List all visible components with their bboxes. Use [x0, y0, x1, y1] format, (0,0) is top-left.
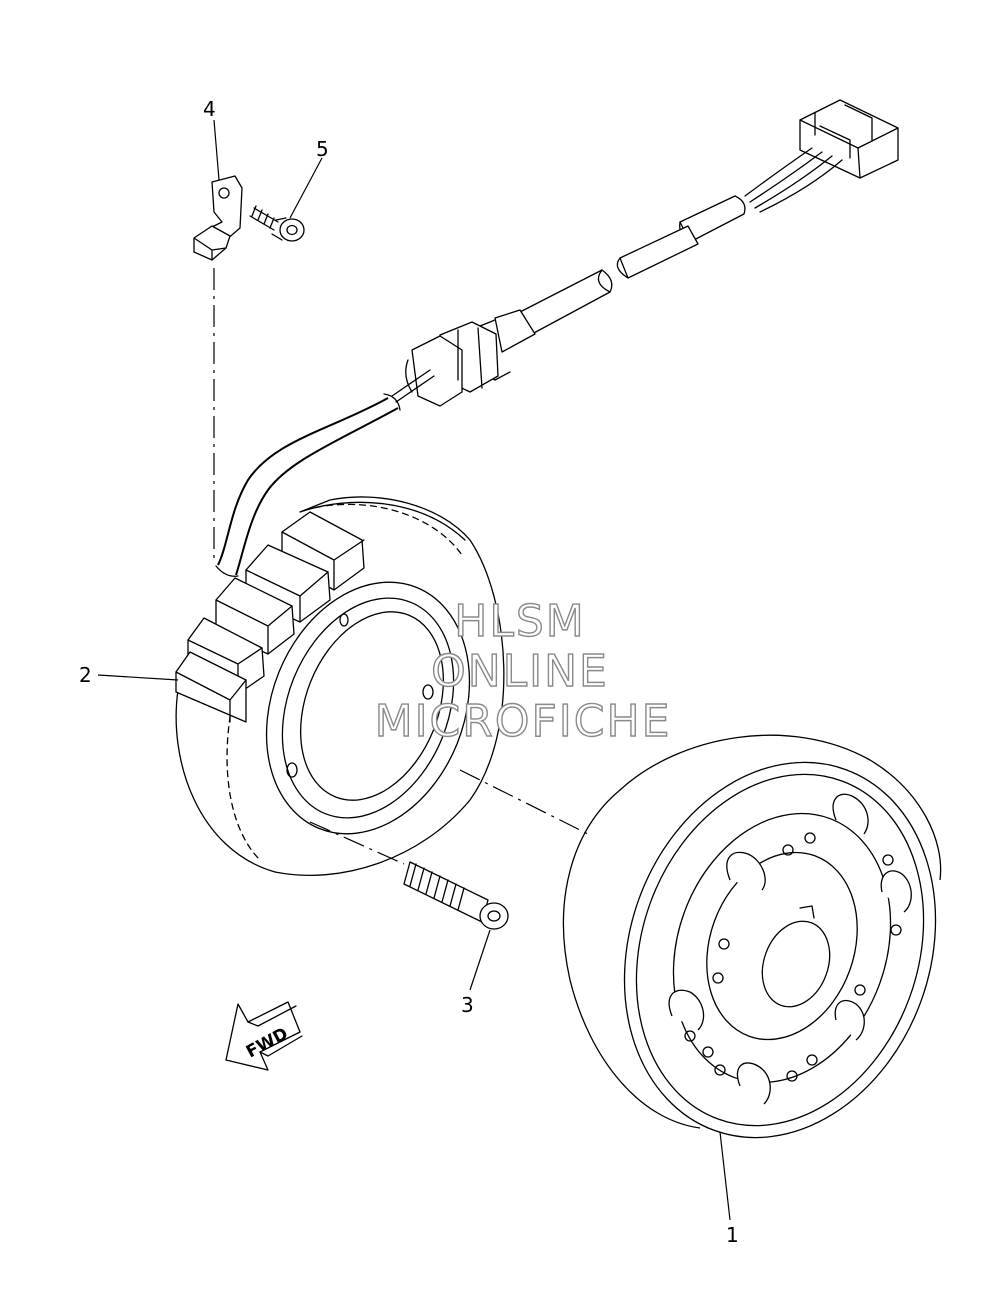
wire-clamp-bracket: [193, 175, 243, 261]
stator-bolt: [403, 861, 509, 930]
watermark: HLSM ONLINE MICROFICHE: [374, 595, 672, 747]
stator-assembly: [175, 496, 505, 876]
bracket-screw: [249, 205, 305, 242]
wire-harness: [215, 99, 899, 577]
stator-coils: [175, 511, 365, 723]
callout-4: 4: [203, 97, 216, 121]
flywheel-rotor: [562, 734, 942, 1139]
assembly-center-lines: [213, 268, 593, 865]
callout-2: 2: [79, 663, 92, 687]
watermark-line-2: ONLINE: [431, 646, 609, 697]
watermark-line-3: MICROFICHE: [375, 696, 672, 747]
harness-connector: [799, 99, 899, 179]
callout-5: 5: [316, 137, 329, 161]
watermark-line-1: HLSM: [454, 596, 586, 647]
callout-1: 1: [726, 1223, 739, 1247]
callout-3: 3: [461, 993, 474, 1017]
fwd-direction-arrow: FWD: [225, 1001, 303, 1071]
wire-grommet: [405, 309, 536, 407]
leader-lines: [97, 119, 731, 1221]
